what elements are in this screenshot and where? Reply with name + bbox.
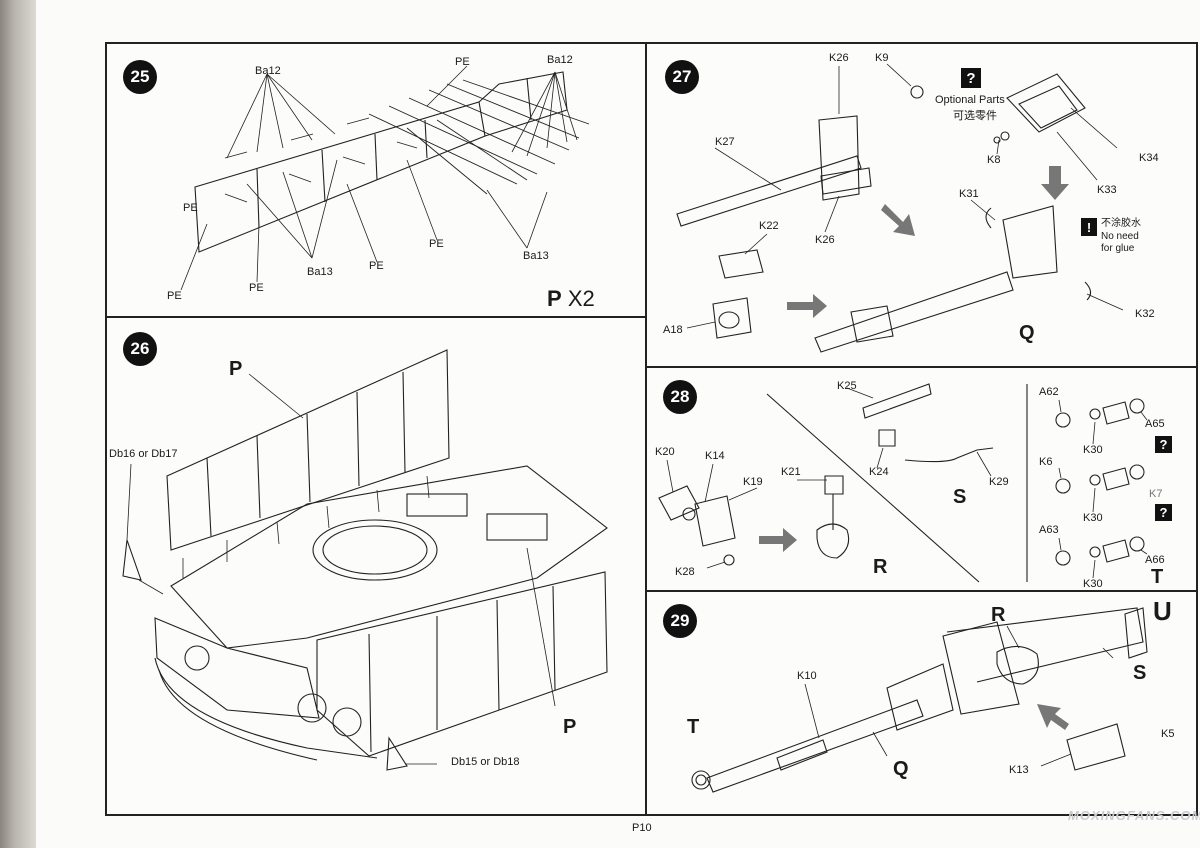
- part-label: A66: [1145, 554, 1165, 566]
- mantlet-and-mg-drawing: [658, 383, 1148, 583]
- assembly-arrow-icon: [787, 166, 1069, 318]
- subassembly-letter: S: [953, 486, 967, 508]
- multiplier-count: X2: [567, 286, 595, 311]
- part-label: Ba12: [255, 65, 281, 77]
- step-29-number: 29: [663, 604, 697, 638]
- part-label: Db15 or Db18: [451, 756, 520, 768]
- step-26-number: 26: [123, 332, 157, 366]
- part-label: K28: [675, 566, 695, 578]
- part-label: K30: [1083, 578, 1103, 590]
- part-label: A63: [1039, 524, 1059, 536]
- step-25-panel: 25 Ba12 PE Ba12 PE PE PE Ba13 PE PE Ba13…: [105, 42, 647, 318]
- gun-barrel-assembly-drawing: [676, 63, 1124, 353]
- part-label: PE: [455, 56, 470, 68]
- part-label: K13: [1009, 764, 1029, 776]
- part-label: PE: [429, 238, 444, 250]
- part-label: K29: [989, 476, 1009, 488]
- subassembly-letter: P: [563, 716, 577, 738]
- step-25-number: 25: [123, 60, 157, 94]
- no-glue-en-1: No need: [1101, 231, 1139, 242]
- part-label: K9: [875, 52, 889, 64]
- question-mark-box-icon: ?: [961, 68, 981, 88]
- part-label: PE: [369, 260, 384, 272]
- step-27-panel: 27 K26 K9 K27 K8 K34 K33 K31 K22 K26 K32…: [645, 42, 1198, 368]
- part-label: Ba13: [523, 250, 549, 262]
- part-label: K26: [829, 52, 849, 64]
- hull-with-skirts-drawing: [122, 349, 608, 771]
- part-label: A65: [1145, 418, 1165, 430]
- subassembly-letter: P: [229, 358, 243, 380]
- part-label: K22: [759, 220, 779, 232]
- part-label: PE: [167, 290, 182, 302]
- part-label: K30: [1083, 444, 1103, 456]
- subassembly-letter: Q: [893, 758, 909, 780]
- part-label: K27: [715, 136, 735, 148]
- part-label: K5: [1161, 728, 1175, 740]
- part-label: K26: [815, 234, 835, 246]
- watermark: MOXINGFANS.COM: [1068, 808, 1200, 823]
- part-label: K24: [869, 466, 889, 478]
- book-spine: [0, 0, 36, 848]
- multiplier-letter: P: [547, 286, 562, 311]
- part-label: Ba13: [307, 266, 333, 278]
- step-28-number: 28: [663, 380, 697, 414]
- part-label: K8: [987, 154, 1001, 166]
- no-glue-cn: 不涂胶水: [1101, 218, 1141, 229]
- part-label: K30: [1083, 512, 1103, 524]
- subassembly-letter: T: [1151, 566, 1164, 588]
- part-label: Db16 or Db17: [109, 448, 178, 460]
- step-29-panel: 29 K10 K13 K5 U R S T Q: [645, 590, 1198, 816]
- subassembly-letter: R: [873, 556, 888, 578]
- subassembly-letter: T: [687, 716, 700, 738]
- part-label: K7: [1149, 488, 1163, 500]
- optional-parts-cn: 可选零件: [953, 110, 997, 122]
- part-label: A18: [663, 324, 683, 336]
- subassembly-letter: R: [991, 604, 1006, 626]
- question-mark-box-icon: ?: [1155, 436, 1172, 453]
- step-28-panel: 28 K25 A62 A65 K20 K14 K30 K19 K21 K24 K…: [645, 366, 1198, 592]
- side-skirt-plates-drawing: [180, 65, 590, 291]
- part-label: K33: [1097, 184, 1117, 196]
- part-label: K10: [797, 670, 817, 682]
- part-label: Ba12: [547, 54, 573, 66]
- final-gun-assembly-drawing: [691, 607, 1148, 793]
- exclamation-box-icon: !: [1081, 218, 1097, 236]
- assembly-arrow-icon: [1037, 704, 1069, 730]
- part-label: K20: [655, 446, 675, 458]
- page-number: P10: [632, 822, 652, 834]
- optional-parts-en: Optional Parts: [935, 94, 1005, 106]
- subassembly-letter: Q: [1019, 322, 1035, 344]
- part-label: K32: [1135, 308, 1155, 320]
- part-label: PE: [249, 282, 264, 294]
- subassembly-letter: S: [1133, 662, 1147, 684]
- part-label: K14: [705, 450, 725, 462]
- question-mark-box-icon: ?: [1155, 504, 1172, 521]
- no-glue-en-2: for glue: [1101, 243, 1135, 254]
- assembly-arrow-icon: [759, 528, 797, 552]
- part-label: K25: [837, 380, 857, 392]
- part-label: A62: [1039, 386, 1059, 398]
- part-label: K21: [781, 466, 801, 478]
- part-label: PE: [183, 202, 198, 214]
- step-27-number: 27: [665, 60, 699, 94]
- part-label: K34: [1139, 152, 1159, 164]
- step-26-panel: 26 P Db16 or Db17 P Db15 or Db18: [105, 316, 647, 816]
- part-label: K31: [959, 188, 979, 200]
- part-label: K19: [743, 476, 763, 488]
- quantity-multiplier: P X2: [547, 286, 595, 312]
- part-label: K6: [1039, 456, 1053, 468]
- subassembly-letter: U: [1153, 596, 1172, 626]
